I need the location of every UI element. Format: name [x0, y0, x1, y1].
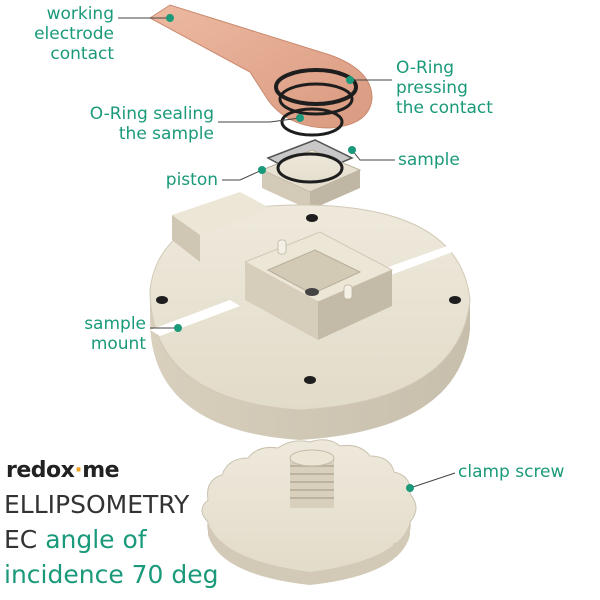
label-line: the contact [396, 98, 493, 118]
piston-block [260, 149, 362, 210]
label-line: sample [84, 314, 146, 334]
label-line: electrode [34, 24, 114, 44]
label-line: sample [398, 150, 460, 170]
leader-lines [118, 17, 456, 489]
label-line: working [46, 4, 114, 24]
oring-pressing-contact [274, 68, 358, 116]
label-oring-sealing: O-Ring sealing the sample [40, 104, 214, 144]
label-line: mount [90, 334, 146, 354]
label-line: clamp screw [458, 462, 565, 482]
redoxme-logo: redox·me [6, 458, 120, 483]
title-line-2: EC angle of [4, 525, 147, 555]
title-line-1: ELLIPSOMETRY [4, 490, 190, 519]
label-line: O-Ring sealing [89, 104, 214, 124]
label-piston: piston [100, 170, 218, 190]
label-line: the sample [118, 124, 214, 144]
label-line: piston [165, 170, 218, 190]
label-line: contact [50, 44, 114, 64]
label-working-electrode-contact: working electrode contact [0, 4, 114, 64]
clamp-screw [201, 439, 417, 585]
label-sample-mount: sample mount [20, 314, 146, 354]
leader-dots [166, 14, 414, 492]
label-sample: sample [398, 150, 460, 170]
sample-mount-base [149, 192, 471, 440]
title-line-2-plain: EC [4, 525, 46, 554]
title-line-2-accent: angle of [45, 525, 147, 554]
label-oring-pressing: O-Ring pressing the contact [396, 58, 493, 118]
logo-prefix: redox [6, 458, 75, 483]
oring-sealing-sample [280, 107, 344, 137]
title-line-3: incidence 70 deg [4, 560, 219, 589]
label-line: O-Ring [396, 58, 455, 78]
logo-suffix: me [82, 458, 120, 483]
label-clamp-screw: clamp screw [458, 462, 564, 482]
label-line: pressing [396, 78, 468, 98]
logo-dot: · [74, 458, 83, 483]
